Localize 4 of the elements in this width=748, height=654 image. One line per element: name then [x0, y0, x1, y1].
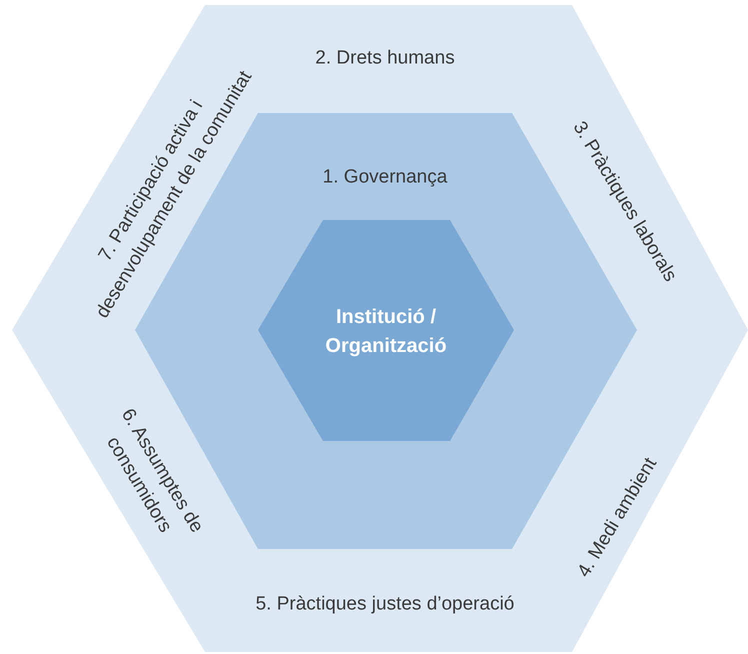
category-label: 2. Drets humans	[314, 46, 456, 71]
category-label: 1. Governança	[322, 166, 448, 190]
category-label: 5. Pràctiques justes d’operació	[255, 592, 515, 617]
center-label: Institució / Organització	[324, 305, 448, 359]
